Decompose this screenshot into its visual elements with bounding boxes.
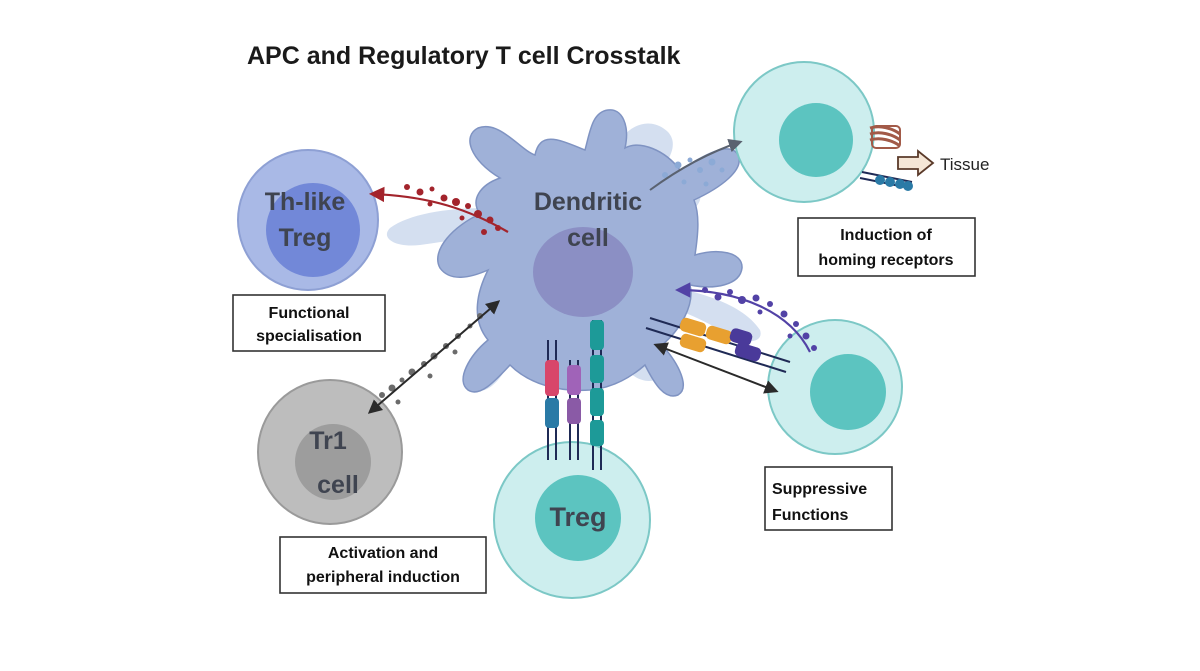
treg-cell-nucleus (535, 475, 621, 561)
treg-cell-label: Treg (549, 502, 606, 532)
activation-label-line2: peripheral induction (306, 569, 460, 586)
tissue-label: Tissue (940, 155, 989, 174)
activation-label-line1: Activation and (328, 545, 438, 562)
dendritic-cell-label-line2: cell (567, 224, 609, 252)
treg-cell: Treg (493, 441, 651, 599)
homing-label-line2: homing receptors (818, 252, 953, 269)
tr1-cell-label-line2: cell (317, 471, 359, 499)
suppressive-functions-box: Suppressive Functions (764, 466, 893, 531)
homing-receptors-box: Induction of homing receptors (797, 217, 976, 277)
homing-t-cell-nucleus (779, 103, 853, 177)
arrow-to-homing-cell (649, 138, 743, 191)
dendritic-cell: Dendritic cell (437, 109, 743, 397)
tr1-cell-label-line1: Tr1 (309, 427, 347, 455)
dendritic-cell-label-line1: Dendritic (534, 188, 642, 216)
functional-specialisation-box: Functional specialisation (232, 294, 386, 352)
th-like-treg-label-line2: Treg (279, 224, 332, 252)
suppressive-label-line2: Functions (772, 507, 849, 524)
homing-t-cell (733, 61, 875, 203)
functional-label-line1: Functional (269, 305, 350, 322)
th-like-treg-cell: Th-like Treg (237, 149, 379, 291)
suppressive-t-cell (767, 319, 903, 455)
functional-label-line2: specialisation (256, 328, 362, 345)
dendritic-cell-nucleus (533, 227, 633, 317)
activation-box: Activation and peripheral induction (279, 536, 487, 594)
treg-receptor-complexes (545, 320, 604, 470)
blue-signal-dots (662, 157, 725, 187)
homing-receptors (859, 125, 913, 191)
homing-label-line1: Induction of (840, 227, 932, 244)
arrow-dc-tr1-bidirectional (367, 300, 501, 414)
arrow-to-th-like-treg (368, 186, 509, 233)
arrow-from-suppressive-cell (674, 282, 811, 353)
suppressive-t-cell-nucleus (810, 354, 886, 430)
th-like-treg-nucleus (266, 183, 360, 277)
suppressive-label-line1: Suppressive (772, 481, 867, 498)
arrow-dc-suppressive-bidirectional (653, 342, 779, 394)
tr1-cell: Tr1 cell (257, 379, 403, 525)
tissue-arrow-icon (897, 149, 935, 177)
diagram-title: APC and Regulatory T cell Crosstalk (247, 42, 681, 70)
tr1-cell-nucleus (295, 424, 371, 500)
th-like-treg-label-line1: Th-like (265, 188, 346, 216)
